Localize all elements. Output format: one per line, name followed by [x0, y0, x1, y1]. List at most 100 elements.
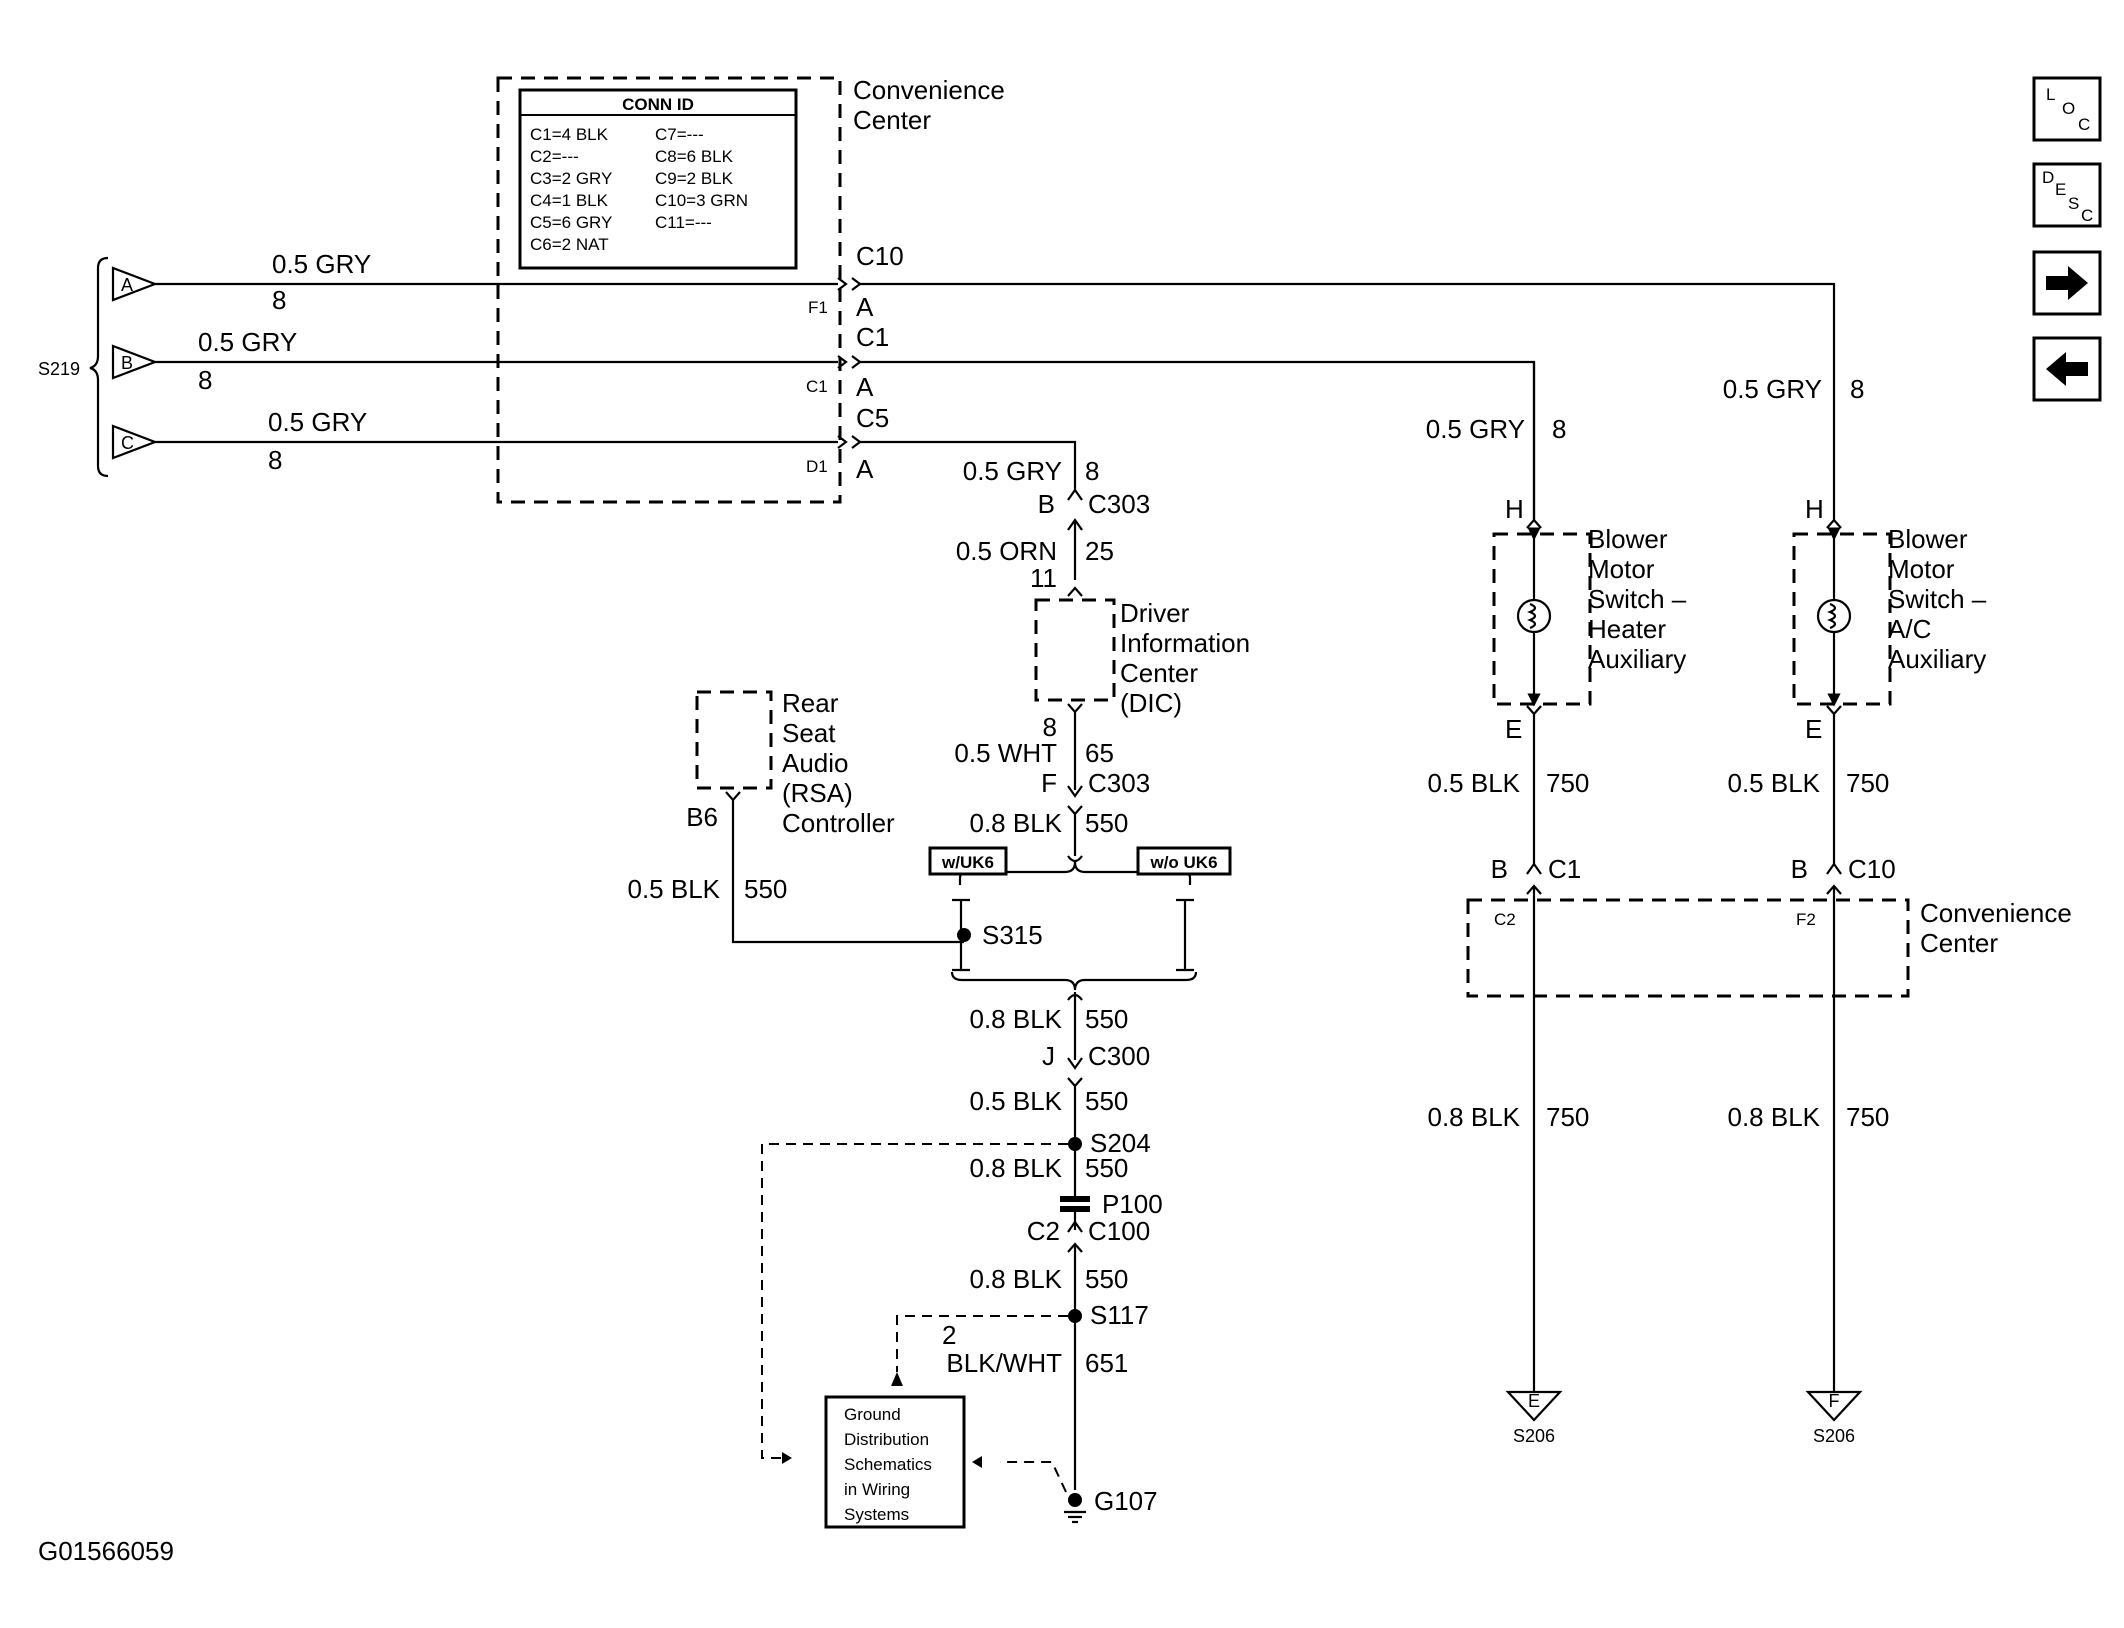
svg-text:C100: C100: [1088, 1216, 1150, 1246]
loc-button[interactable]: L O C: [2032, 76, 2102, 142]
svg-text:C2: C2: [1494, 910, 1516, 929]
svg-text:(RSA): (RSA): [782, 778, 853, 808]
svg-text:C303: C303: [1088, 489, 1150, 519]
svg-text:C7=---: C7=---: [655, 125, 704, 144]
svg-text:750: 750: [1846, 1102, 1889, 1132]
input-wire-a: A 0.5 GRY 8 F1 C10 A: [111, 241, 904, 322]
svg-text:(DIC): (DIC): [1120, 688, 1182, 718]
svg-text:A/C: A/C: [1888, 614, 1931, 644]
svg-text:0.8 BLK: 0.8 BLK: [969, 808, 1062, 838]
svg-text:C: C: [121, 433, 134, 453]
svg-text:C4=1 BLK: C4=1 BLK: [530, 191, 609, 210]
svg-text:Convenience: Convenience: [853, 75, 1005, 105]
svg-text:550: 550: [744, 874, 787, 904]
svg-text:E: E: [1505, 714, 1522, 744]
input-wire-b: B 0.5 GRY 8 C1 C1 A: [111, 322, 889, 402]
next-arrow-button[interactable]: [2032, 250, 2102, 316]
svg-text:C10: C10: [856, 241, 904, 271]
s219-splice-bracket: S219: [38, 256, 109, 478]
svg-text:C6=2 NAT: C6=2 NAT: [530, 235, 609, 254]
svg-text:F2: F2: [1796, 910, 1816, 929]
svg-text:C1: C1: [1548, 854, 1581, 884]
svg-text:8: 8: [1043, 712, 1057, 742]
svg-text:Center: Center: [1920, 928, 1998, 958]
convenience-center-top: Convenience Center: [496, 75, 1005, 504]
svg-text:Motor: Motor: [1888, 554, 1955, 584]
svg-text:Auxiliary: Auxiliary: [1588, 644, 1686, 674]
svg-text:C8=6 BLK: C8=6 BLK: [655, 147, 734, 166]
svg-text:C2: C2: [1027, 1216, 1060, 1246]
svg-text:B: B: [121, 353, 133, 373]
svg-text:C9=2 BLK: C9=2 BLK: [655, 169, 734, 188]
svg-text:Convenience: Convenience: [1920, 898, 2072, 928]
desc-button[interactable]: D E S C: [2032, 162, 2102, 228]
svg-text:0.5 GRY: 0.5 GRY: [268, 407, 367, 437]
svg-text:S: S: [2068, 194, 2079, 213]
blower-switch-ac: 0.5 GRY 8 H Blower Motor Switch – A/C Au…: [1723, 374, 1987, 1446]
svg-text:D: D: [2042, 168, 2054, 187]
svg-text:H: H: [1805, 494, 1824, 524]
svg-text:C1=4 BLK: C1=4 BLK: [530, 125, 609, 144]
dic-branch: 0.5 GRY 8 B C303 0.5 ORN 25 11 Driver In…: [761, 456, 1250, 1529]
svg-text:C5=6 GRY: C5=6 GRY: [530, 213, 612, 232]
svg-text:0.5 BLK: 0.5 BLK: [1727, 768, 1820, 798]
svg-text:C2=---: C2=---: [530, 147, 579, 166]
svg-text:0.5 GRY: 0.5 GRY: [1426, 414, 1525, 444]
svg-text:0.8 BLK: 0.8 BLK: [1727, 1102, 1820, 1132]
svg-text:in Wiring: in Wiring: [844, 1480, 910, 1499]
svg-text:P100: P100: [1102, 1189, 1163, 1219]
svg-text:0.5 WHT: 0.5 WHT: [954, 738, 1057, 768]
svg-text:S315: S315: [982, 920, 1043, 950]
svg-text:E: E: [1805, 714, 1822, 744]
svg-text:B: B: [1491, 854, 1508, 884]
svg-text:25: 25: [1085, 536, 1114, 566]
svg-text:A: A: [121, 275, 133, 295]
convenience-center-bottom: Convenience Center: [1466, 898, 2072, 998]
svg-text:8: 8: [198, 365, 212, 395]
svg-text:Systems: Systems: [844, 1505, 909, 1524]
svg-text:Schematics: Schematics: [844, 1455, 932, 1474]
svg-text:S204: S204: [1090, 1128, 1151, 1158]
svg-text:Blower: Blower: [1888, 524, 1968, 554]
svg-text:H: H: [1505, 494, 1524, 524]
svg-text:65: 65: [1085, 738, 1114, 768]
svg-text:550: 550: [1085, 808, 1128, 838]
prev-arrow-button[interactable]: [2032, 336, 2102, 402]
svg-text:E: E: [2055, 180, 2066, 199]
svg-text:651: 651: [1085, 1348, 1128, 1378]
svg-text:8: 8: [1085, 456, 1099, 486]
svg-text:C5: C5: [856, 403, 889, 433]
svg-text:0.5 BLK: 0.5 BLK: [969, 1086, 1062, 1116]
svg-text:0.5 BLK: 0.5 BLK: [627, 874, 720, 904]
svg-text:Switch –: Switch –: [1888, 584, 1987, 614]
svg-text:Center: Center: [1120, 658, 1198, 688]
svg-text:L: L: [2046, 85, 2055, 104]
svg-text:Blower: Blower: [1588, 524, 1668, 554]
svg-text:w/UK6: w/UK6: [941, 853, 994, 872]
svg-text:0.5 GRY: 0.5 GRY: [963, 456, 1062, 486]
svg-text:C: C: [2081, 206, 2093, 225]
svg-text:0.5 BLK: 0.5 BLK: [1427, 768, 1520, 798]
svg-text:Motor: Motor: [1588, 554, 1655, 584]
svg-text:0.5 ORN: 0.5 ORN: [956, 536, 1057, 566]
svg-text:0.5 GRY: 0.5 GRY: [198, 327, 297, 357]
svg-text:G107: G107: [1094, 1486, 1158, 1516]
svg-text:A: A: [856, 292, 874, 322]
svg-text:Heater: Heater: [1588, 614, 1666, 644]
arrow-right-icon: [2046, 266, 2088, 300]
svg-text:C303: C303: [1088, 768, 1150, 798]
svg-text:J: J: [1042, 1041, 1055, 1071]
svg-text:C11=---: C11=---: [655, 213, 712, 232]
svg-text:C3=2 GRY: C3=2 GRY: [530, 169, 612, 188]
svg-text:Information: Information: [1120, 628, 1250, 658]
svg-text:8: 8: [1552, 414, 1566, 444]
arrow-left-icon: [2046, 352, 2088, 386]
svg-text:Rear: Rear: [782, 688, 839, 718]
svg-text:Driver: Driver: [1120, 598, 1190, 628]
svg-text:750: 750: [1846, 768, 1889, 798]
svg-text:750: 750: [1546, 768, 1589, 798]
svg-text:Switch –: Switch –: [1588, 584, 1687, 614]
svg-text:B: B: [1791, 854, 1808, 884]
svg-text:2: 2: [942, 1320, 956, 1350]
